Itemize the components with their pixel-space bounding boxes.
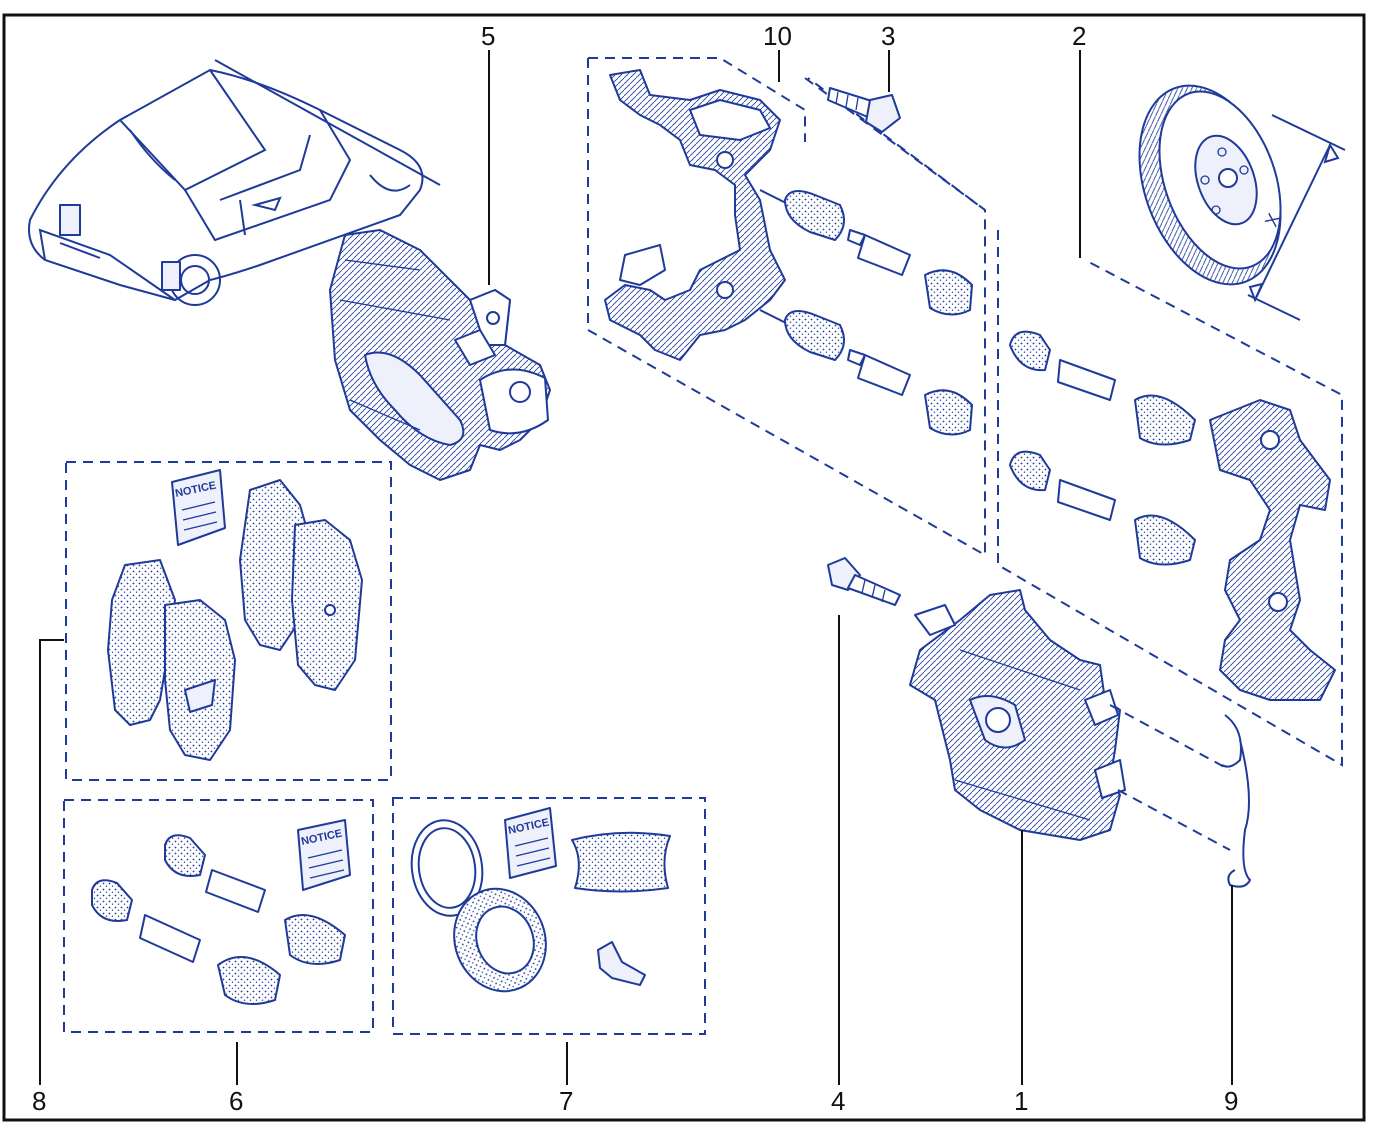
callout-numbers: 5 10 3 2 8 6 7 4 1 9 — [32, 21, 1238, 1116]
notice-booklet-icon: NOTICE — [171, 469, 226, 546]
guide-pin-kit-6: NOTICE — [63, 799, 374, 1033]
caliper-carrier-set-2 — [997, 230, 1343, 767]
bleed-screw-4 — [827, 557, 901, 606]
callout-5: 5 — [481, 21, 495, 51]
callout-3: 3 — [881, 21, 895, 51]
callout-leaders — [39, 50, 1233, 1085]
callout-6: 6 — [229, 1086, 243, 1116]
callout-1: 1 — [1014, 1086, 1028, 1116]
callout-2: 2 — [1072, 21, 1086, 51]
guide-pin-set-upper — [784, 190, 973, 436]
seal-repair-kit-7: NOTICE — [392, 797, 706, 1035]
wear-sensor-9 — [1221, 714, 1252, 888]
brake-pad-kit-8: NOTICE — [65, 461, 392, 781]
caliper-carrier-10 — [587, 57, 986, 557]
callout-7: 7 — [559, 1086, 573, 1116]
diagram-frame — [2, 13, 1366, 1122]
vehicle-illustration — [28, 59, 441, 306]
notice-booklet-icon: NOTICE — [504, 807, 557, 879]
callout-4: 4 — [831, 1086, 845, 1116]
brake-disc-2: X — [1138, 84, 1346, 321]
callout-10: 10 — [763, 21, 792, 51]
callout-9: 9 — [1224, 1086, 1238, 1116]
bolt-3 — [804, 77, 986, 211]
brake-caliper-5 — [329, 229, 551, 481]
notice-booklet-icon: NOTICE — [297, 819, 351, 891]
callout-8: 8 — [32, 1086, 46, 1116]
brake-caliper-1 — [909, 589, 1231, 851]
